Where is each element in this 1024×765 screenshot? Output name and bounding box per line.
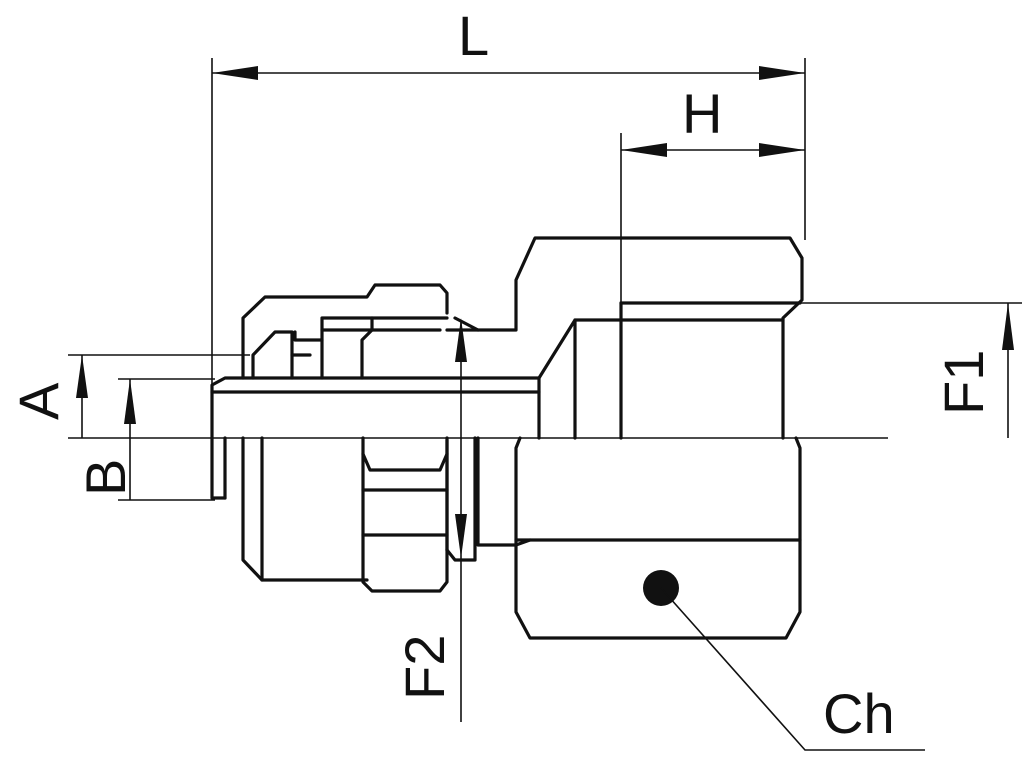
compression-nut bbox=[241, 283, 449, 582]
dimension-H: H bbox=[620, 82, 805, 310]
dimension-A: A bbox=[7, 354, 250, 438]
label-F2: F2 bbox=[393, 635, 456, 700]
dimension-F2: F2 bbox=[393, 318, 467, 722]
label-H: H bbox=[682, 82, 722, 145]
leader-Ch: Ch bbox=[643, 570, 925, 751]
label-L: L bbox=[458, 4, 489, 67]
swivel-nut bbox=[514, 301, 802, 640]
dimension-B: B bbox=[74, 378, 215, 501]
body-hex bbox=[361, 316, 480, 593]
tube bbox=[210, 376, 541, 500]
label-B: B bbox=[74, 459, 137, 496]
body-neck bbox=[445, 236, 804, 547]
label-A: A bbox=[7, 382, 70, 420]
dimension-F1: F1 bbox=[800, 302, 1022, 438]
label-F1: F1 bbox=[932, 350, 995, 415]
dimension-L: L bbox=[211, 4, 806, 500]
label-Ch: Ch bbox=[823, 682, 895, 745]
